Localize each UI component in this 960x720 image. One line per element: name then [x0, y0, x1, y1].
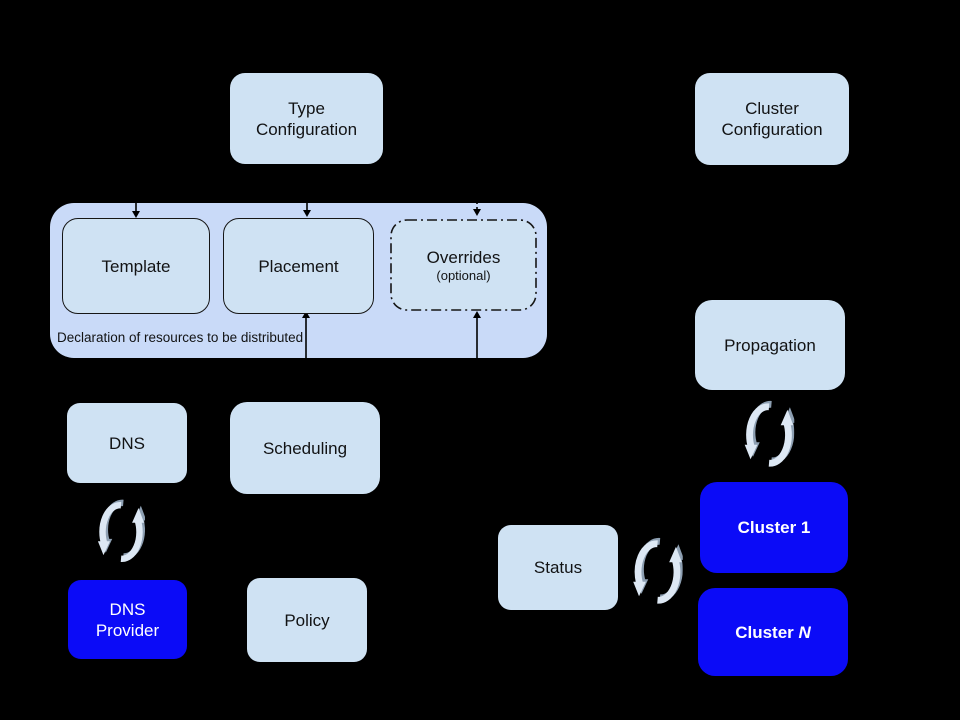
overrides-box-outline [390, 219, 537, 311]
node-cluster-1: Cluster 1 [700, 482, 848, 573]
node-label: Template [101, 256, 171, 276]
resource-declaration-caption: Declaration of resources to be distribut… [57, 330, 304, 345]
sync-icon [632, 537, 683, 607]
node-dns-provider: DNS Provider [68, 580, 187, 659]
node-template: Template [62, 218, 210, 314]
node-overrides: Overrides (optional) [390, 219, 537, 311]
node-type-configuration: Type Configuration [230, 73, 383, 164]
node-scheduling: Scheduling [230, 402, 380, 494]
node-label: Propagation [724, 335, 816, 355]
node-label: DNS Provider [95, 599, 160, 640]
node-cluster-n: Cluster N [698, 588, 848, 676]
node-policy: Policy [247, 578, 367, 662]
node-cluster-configuration: Cluster Configuration [695, 73, 849, 165]
node-label: Cluster Configuration [721, 99, 823, 139]
sync-icon [97, 496, 145, 568]
node-label: Type Configuration [255, 98, 358, 139]
node-label: Overrides [426, 248, 501, 267]
overrides-dashed-border [390, 219, 537, 311]
node-label: Placement [258, 256, 339, 276]
node-label: Policy [284, 610, 330, 630]
node-label-suffix: N [798, 622, 811, 642]
node-status: Status [498, 525, 618, 610]
node-label: Status [533, 558, 583, 577]
node-propagation: Propagation [695, 300, 845, 390]
node-label: Scheduling [262, 438, 348, 458]
sync-icon [743, 400, 795, 470]
node-label: DNS [109, 433, 145, 453]
node-sublabel: (optional) [436, 268, 491, 283]
node-label: Cluster 1 [737, 518, 811, 537]
node-placement: Placement [223, 218, 374, 314]
node-dns: DNS [67, 403, 187, 483]
node-label-prefix: Cluster [735, 622, 794, 642]
